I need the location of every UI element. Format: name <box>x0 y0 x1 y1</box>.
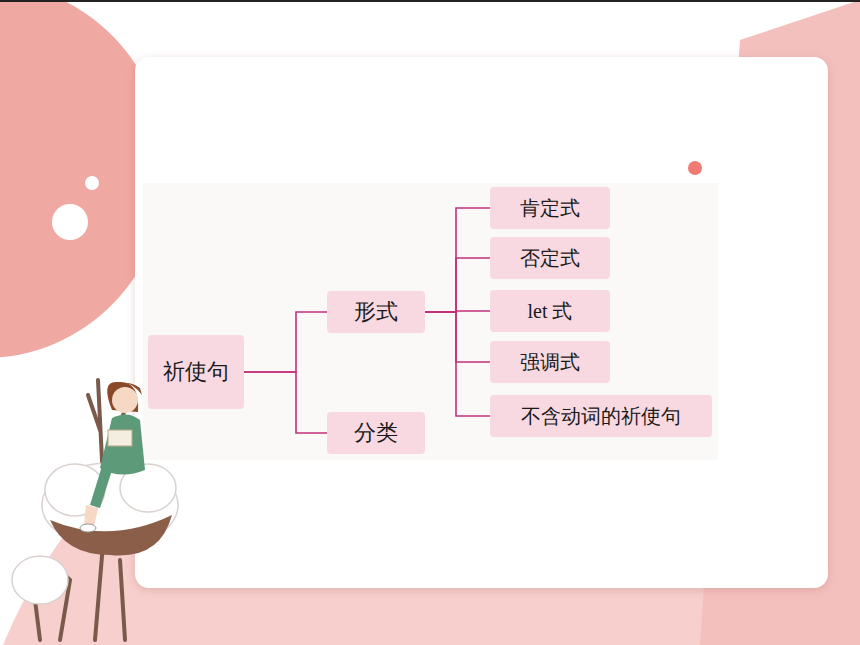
node-label: 形式 <box>354 299 398 325</box>
node-label: 肯定式 <box>520 196 580 220</box>
tree-connector <box>244 312 327 372</box>
branches <box>35 380 128 640</box>
tree-connector <box>425 208 490 312</box>
leaf-box: 强调式 <box>490 341 610 383</box>
leaf-box: 否定式 <box>490 237 610 279</box>
leaf-box: 肯定式 <box>490 187 610 229</box>
cotton-husk <box>50 515 172 556</box>
root-box: 祈使句 <box>148 335 244 409</box>
category-box: 形式 <box>327 291 425 333</box>
node-label: 分类 <box>354 420 398 446</box>
tree-connector <box>425 312 490 416</box>
tree-connector <box>425 312 490 362</box>
tree-connector <box>244 372 327 433</box>
white-dot <box>85 176 99 190</box>
leaf-box: 不含动词的祈使句 <box>490 395 712 437</box>
node-label: 否定式 <box>520 246 580 270</box>
category-box: 分类 <box>327 412 425 454</box>
node-label: let 式 <box>528 299 573 323</box>
leaf-box: let 式 <box>490 290 610 332</box>
node-label: 不含动词的祈使句 <box>521 404 681 428</box>
girl <box>80 382 145 532</box>
white-dot <box>52 204 88 240</box>
node-label: 祈使句 <box>163 359 229 385</box>
top-line <box>0 0 860 2</box>
tree-connector <box>425 258 490 312</box>
red-dot <box>688 161 702 175</box>
node-label: 强调式 <box>520 350 580 374</box>
cotton <box>12 463 178 604</box>
